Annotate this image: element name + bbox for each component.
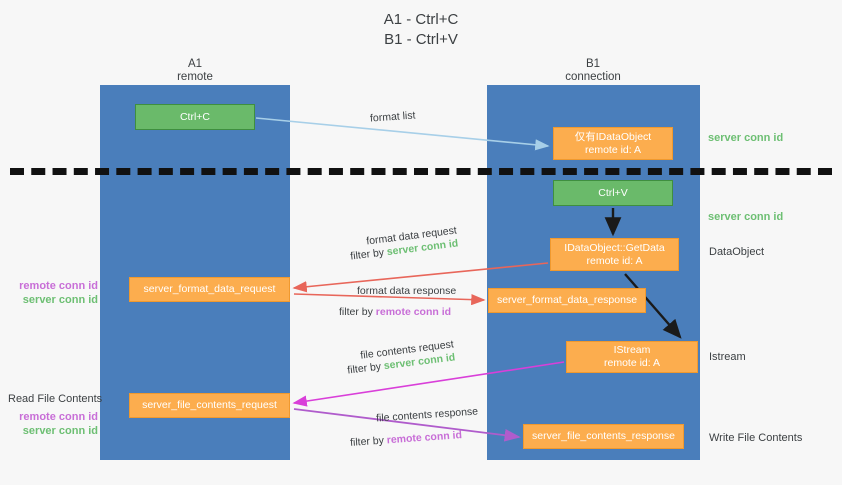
title-line-2: B1 - Ctrl+V	[384, 31, 458, 48]
annotation-server-conn-id: server conn id	[22, 294, 98, 306]
lane-header-b1: B1 connection	[533, 58, 653, 84]
node-server-file-contents-request[interactable]: server_file_contents_request	[129, 393, 290, 418]
lane-header-a1-role: remote	[177, 71, 213, 83]
lane-header-b1-name: B1	[585, 58, 601, 70]
node-server-file-contents-response[interactable]: server_file_contents_response	[523, 424, 684, 449]
edge-label-file-contents-response: file contents response	[375, 405, 479, 425]
lane-header-a1-name: A1	[187, 58, 203, 70]
node-getdata-line1: IDataObject::GetData	[564, 241, 665, 254]
lane-header-a1: A1 remote	[135, 58, 255, 84]
edge-label-format-data-response: format data response	[357, 285, 457, 297]
filter-prefix: filter by	[346, 360, 385, 377]
node-server-file-contents-response-label: server_file_contents_response	[531, 430, 675, 442]
filter-value-remote-conn-id: remote conn id	[375, 306, 452, 318]
node-getdata-line2: remote id: A	[586, 254, 643, 267]
node-server-format-data-request[interactable]: server_format_data_request	[129, 277, 290, 302]
edge-label-file-contents-response-filter: filter by remote conn id	[350, 428, 463, 450]
filter-prefix: filter by	[349, 434, 388, 449]
node-server-format-data-response-label: server_format_data_response	[496, 294, 638, 306]
annotation-server-conn-id: server conn id	[22, 425, 98, 437]
lane-header-b1-role: connection	[565, 71, 621, 83]
phase-divider	[10, 168, 832, 175]
annotation-server-conn-id-second: server conn id	[708, 211, 784, 223]
filter-prefix: filter by	[349, 246, 388, 263]
page-title: A1 - Ctrl+C B1 - Ctrl+V	[0, 10, 842, 50]
annotation-server-conn-id-top: server conn id	[708, 132, 784, 144]
annotation-write-file-contents: Write File Contents	[709, 432, 803, 444]
filter-value-remote-conn-id: remote conn id	[386, 429, 463, 447]
title-line-1: A1 - Ctrl+C	[383, 11, 459, 28]
node-idataobject-getdata[interactable]: IDataObject::GetData remote id: A	[550, 238, 679, 271]
node-server-format-data-response[interactable]: server_format_data_response	[488, 288, 646, 313]
node-server-file-contents-request-label: server_file_contents_request	[142, 399, 277, 411]
node-ctrl-v[interactable]: Ctrl+V	[553, 180, 673, 206]
node-server-format-data-request-label: server_format_data_request	[143, 283, 276, 295]
node-idataobject[interactable]: 仅有IDataObject remote id: A	[553, 127, 673, 160]
annotation-remote-conn-id: remote conn id	[19, 280, 98, 292]
node-istream-line2: remote id: A	[603, 357, 661, 369]
node-idataobject-line2: remote id: A	[584, 143, 642, 156]
annotation-read-file-contents: Read File Contents	[8, 393, 103, 405]
annotation-dataobject: DataObject	[709, 246, 765, 258]
node-istream-line1: IStream	[613, 344, 651, 356]
node-istream[interactable]: IStream remote id: A	[566, 341, 698, 373]
node-idataobject-line1: 仅有IDataObject	[574, 130, 652, 143]
node-ctrl-v-label: Ctrl+V	[598, 186, 628, 199]
annotation-conn-id-group-bottom: remote conn id server conn id	[8, 410, 98, 438]
node-ctrl-c[interactable]: Ctrl+C	[135, 104, 255, 130]
edge-label-format-list: format list	[369, 109, 416, 125]
filter-prefix: filter by	[339, 306, 376, 318]
annotation-conn-id-group-top: remote conn id server conn id	[8, 279, 98, 307]
edge-label-format-data-response-filter: filter by remote conn id	[339, 305, 451, 319]
annotation-istream: Istream	[709, 351, 746, 363]
annotation-remote-conn-id: remote conn id	[19, 411, 98, 423]
node-ctrl-c-label: Ctrl+C	[179, 110, 211, 123]
